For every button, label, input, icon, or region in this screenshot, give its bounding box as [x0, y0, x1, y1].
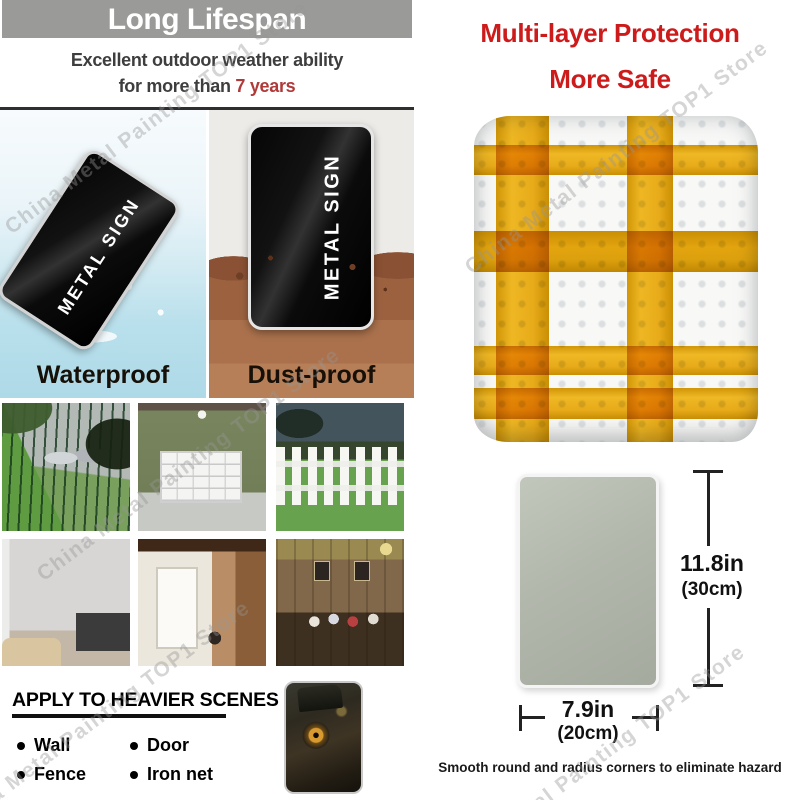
tape-stripe — [627, 116, 673, 442]
garage-door — [160, 451, 242, 503]
apply-item-label: Door — [147, 735, 189, 755]
photo-metal-fence — [2, 403, 130, 531]
dimension-line-bottom-tick — [693, 684, 723, 687]
dimension-line-left-tick — [519, 705, 522, 731]
dimension-line-vertical — [707, 608, 710, 686]
dimension-line-horizontal — [632, 716, 656, 719]
apply-underline — [12, 714, 226, 718]
subtitle-line2: for more than 7 years — [0, 73, 414, 99]
white-door — [156, 567, 198, 649]
subtitle-line1: Excellent outdoor weather ability — [70, 50, 344, 70]
photo-living-room — [276, 539, 404, 666]
apply-item-wall: Wall — [17, 735, 70, 756]
dustproof-label: Dust-proof — [247, 361, 376, 389]
bullet-dot-icon — [130, 770, 138, 779]
apply-item-label: Iron net — [147, 764, 213, 784]
tape-stripe — [496, 116, 549, 442]
dimension-line-vertical — [707, 470, 710, 546]
bubble-wrap-package-photo — [474, 116, 758, 442]
photo-interior-door — [138, 539, 266, 666]
smooth-corners-note: Smooth round and radius corners to elimi… — [438, 760, 782, 775]
apply-title: APPLY TO HEAVIER SCENES — [12, 689, 279, 711]
width-value: 7.9in — [561, 696, 615, 722]
photo-detail — [354, 561, 370, 581]
photo-detail — [76, 612, 130, 651]
bullet-dot-icon — [130, 741, 138, 750]
photo-picket-fence — [276, 403, 404, 531]
banner-title: Long Lifespan — [107, 3, 307, 36]
lifespan-banner: Long Lifespan — [2, 0, 412, 38]
bullet-dot-icon — [17, 770, 25, 779]
protection-title-line2: More Safe — [549, 64, 671, 94]
apply-item-door: Door — [130, 735, 189, 756]
protection-title-line1: Multi-layer Protection — [480, 18, 740, 48]
subtitle: Excellent outdoor weather ability for mo… — [0, 47, 414, 99]
height-value: 11.8in — [680, 550, 744, 576]
photo-detail — [296, 684, 343, 713]
dimension-line-right-tick — [656, 705, 659, 731]
waterproof-panel: METAL SIGN Waterproof — [0, 110, 206, 398]
apply-item-label: Wall — [34, 735, 71, 755]
bullet-dot-icon — [17, 741, 25, 750]
blank-sign-mockup — [517, 474, 659, 688]
photo-detail — [2, 638, 61, 666]
dirt-splash — [209, 240, 414, 330]
photo-interior-wall — [2, 539, 130, 666]
subtitle-line2-prefix: for more than — [118, 76, 236, 96]
fence-slats — [276, 447, 404, 505]
dustproof-panel: METAL SIGN Dust-proof — [209, 110, 414, 398]
apply-item-iron-net: Iron net — [130, 764, 213, 785]
years-highlight: 7 years — [235, 76, 296, 96]
apply-item-label: Fence — [34, 764, 87, 784]
waterproof-label: Waterproof — [36, 361, 170, 389]
owl-sign-photo — [284, 681, 363, 794]
photo-detail — [314, 561, 330, 581]
photo-garage — [138, 403, 266, 531]
width-value-cm: (20cm) — [557, 723, 619, 744]
dimension-line-horizontal — [521, 716, 545, 719]
divider-rule — [0, 107, 414, 110]
height-value-cm: (30cm) — [681, 579, 743, 600]
apply-item-fence: Fence — [17, 764, 86, 785]
